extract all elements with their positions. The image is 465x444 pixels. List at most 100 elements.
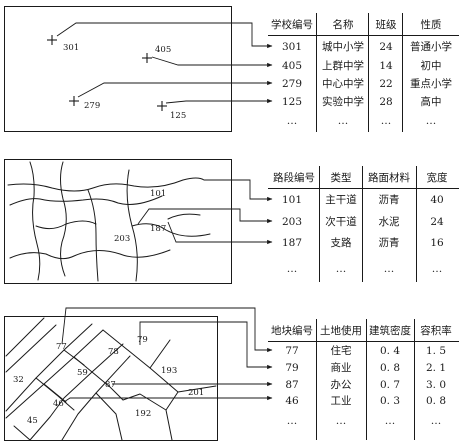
point-label: 125 — [170, 111, 186, 121]
table-cell: 24 — [430, 216, 444, 228]
table-cell: 0. 8 — [426, 395, 446, 407]
road-segment — [131, 223, 211, 237]
table-cell: 0. 7 — [380, 379, 400, 391]
road-segment — [167, 213, 201, 220]
table-cell: 住宅 — [331, 344, 352, 357]
table-cell: 125 — [282, 96, 302, 108]
road-segment — [9, 249, 171, 260]
school-points-panel: 301 405 279 125 — [4, 6, 273, 132]
table-cell: … — [431, 415, 442, 427]
road-table: 路段编号 类型 路面材料 宽度 101 主干道 沥青 40 203 次干道 水泥… — [268, 166, 459, 282]
road-segment — [35, 220, 97, 230]
parcel-boundary — [43, 383, 67, 403]
parcel-label: 79 — [137, 335, 148, 345]
table-cell: 46 — [285, 395, 299, 407]
table-cell: 普通小学 — [410, 40, 452, 53]
parcel-boundary — [29, 343, 124, 441]
table-cell: … — [338, 115, 349, 127]
table-cell: 水泥 — [379, 215, 400, 228]
parcel-boundary — [165, 409, 173, 441]
road-segment — [7, 177, 205, 192]
table-cell: … — [432, 263, 443, 275]
road-segment — [87, 189, 99, 282]
parcel-boundary — [5, 323, 93, 412]
point-label: 279 — [84, 101, 100, 111]
road-label: 203 — [114, 234, 130, 244]
table-cell: … — [426, 115, 437, 127]
table-header: 土地使用 — [320, 324, 362, 337]
school-map-frame — [4, 6, 232, 132]
table-cell: 工业 — [331, 395, 352, 407]
link-arrow-405 — [151, 56, 273, 68]
table-cell: … — [287, 263, 298, 275]
road-label: 101 — [150, 189, 166, 199]
parcel-label: 201 — [188, 388, 204, 398]
road-segment — [9, 195, 163, 206]
parcel-label: 193 — [161, 366, 177, 376]
point-125-marker — [157, 101, 167, 111]
table-header: 班级 — [376, 19, 397, 31]
road-network-panel: 101 203 187 — [4, 159, 273, 284]
parcel-boundary — [63, 349, 85, 366]
link-arrow-79 — [139, 321, 273, 370]
parcel-label: 77 — [56, 342, 67, 352]
table-cell: 初中 — [421, 59, 442, 72]
point-405-marker — [142, 53, 152, 63]
road-segment — [60, 161, 67, 277]
table-cell: 城中小学 — [322, 40, 364, 53]
link-arrow-279 — [77, 80, 273, 98]
parcel-boundary — [5, 317, 45, 357]
table-cell: 上群中学 — [322, 59, 364, 72]
table-cell: 中心中学 — [322, 77, 364, 90]
table-cell: … — [287, 115, 298, 127]
parcel-label: 45 — [27, 416, 38, 426]
table-header: 宽度 — [427, 171, 448, 184]
point-label: 405 — [155, 45, 171, 55]
table-cell: … — [385, 415, 396, 427]
table-cell: 0. 3 — [380, 395, 400, 407]
table-cell: 主干道 — [325, 193, 357, 206]
table-header: 性质 — [421, 18, 442, 31]
table-header: 建筑密度 — [369, 324, 411, 337]
table-cell: … — [381, 115, 392, 127]
parcel-boundary — [95, 392, 123, 441]
table-cell: 24 — [379, 41, 393, 53]
parcel-boundary — [91, 371, 124, 401]
table-header: 学校编号 — [271, 18, 313, 31]
table-cell: 14 — [379, 60, 393, 72]
table-header: 地块编号 — [271, 324, 313, 337]
table-cell: 1. 5 — [426, 345, 446, 357]
parcel-label: 32 — [13, 375, 24, 385]
table-cell: 40 — [430, 194, 443, 206]
land-parcel-panel: 77 79 78 32 59 193 87 201 46 192 45 — [4, 307, 273, 441]
road-segment — [29, 161, 41, 281]
link-arrow-301 — [56, 22, 273, 49]
table-cell: 22 — [379, 78, 392, 90]
table-cell: 87 — [285, 379, 298, 391]
parcel-label: 78 — [108, 347, 119, 357]
table-cell: 高中 — [421, 95, 442, 108]
point-label: 301 — [63, 43, 79, 53]
table-cell: 实验中学 — [322, 95, 364, 108]
road-label: 187 — [150, 224, 166, 234]
table-header: 名称 — [333, 18, 354, 31]
parcel-map-frame — [4, 316, 218, 441]
table-header: 路面材料 — [368, 171, 410, 184]
table-cell: 0. 8 — [380, 362, 400, 374]
table-cell: 28 — [379, 96, 392, 108]
table-cell: 301 — [282, 41, 302, 53]
parcel-boundary — [5, 329, 104, 419]
link-arrow-187 — [167, 221, 273, 245]
parcel-label: 46 — [53, 399, 64, 409]
parcel-label: 59 — [77, 368, 88, 378]
table-cell: 187 — [282, 237, 302, 249]
table-cell: 沥青 — [379, 193, 400, 206]
road-map-frame — [4, 159, 232, 284]
link-arrow-46 — [63, 395, 273, 403]
link-arrow-101 — [204, 179, 273, 202]
table-cell: 203 — [282, 216, 302, 228]
parcel-label: 192 — [135, 409, 151, 419]
table-header: 容积率 — [420, 324, 452, 337]
school-table: 学校编号 名称 班级 性质 301 城中小学 24 普通小学 405 上群中学 … — [268, 13, 459, 132]
